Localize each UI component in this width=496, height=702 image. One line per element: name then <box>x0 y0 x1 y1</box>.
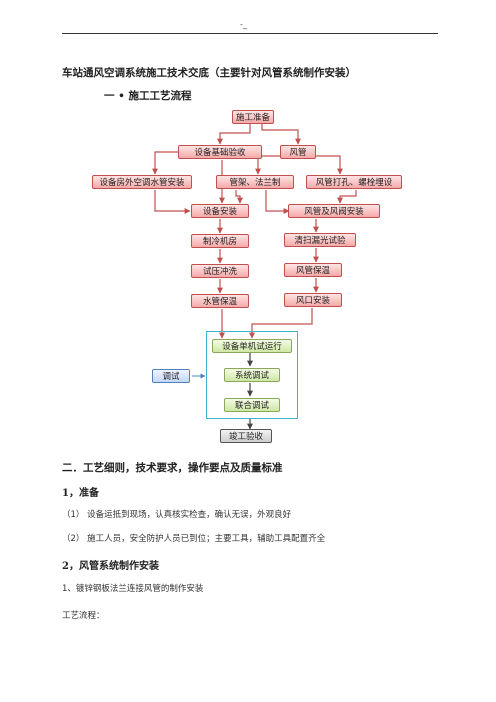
node-prep: 施工准备 <box>232 110 274 124</box>
node-duct: 风管 <box>280 145 316 159</box>
node-outdoor-pipe: 设备房外空调水管安装 <box>92 175 192 189</box>
node-pipe-insul: 水管保温 <box>191 294 249 308</box>
node-debug: 调试 <box>152 369 190 383</box>
node-bracket: 管架、法兰制 <box>216 175 294 189</box>
node-single-run: 设备单机试运行 <box>212 339 292 353</box>
node-outlet: 风口安装 <box>284 293 342 307</box>
debug-group-frame <box>206 331 298 419</box>
node-drill: 风管打孔、螺栓埋设 <box>306 175 402 189</box>
node-pressure: 试压冲洗 <box>191 264 249 278</box>
prep-item-2: （2） 施工人员，安全防护人员已到位；主要工具，辅助工具配置齐全 <box>62 534 326 544</box>
section-heading-details: 二．工艺细则，技术要求，操作要点及质量标准 <box>62 462 283 474</box>
subheading-prep: 1，准备 <box>62 488 99 499</box>
header-rule <box>62 33 438 34</box>
prep-item-1: （1） 设备运抵到现场，认真核实检查，确认无误，外观良好 <box>62 510 292 520</box>
paragraph-galvanized-duct: 1、镀锌钢板法兰连接风管的制作安装 <box>62 584 204 594</box>
node-duct-valve: 风管及风阀安装 <box>288 204 380 218</box>
section-heading-process: 一 • 施工工艺流程 <box>104 90 192 102</box>
node-completion: 竣工验收 <box>220 429 272 443</box>
subheading-duct-system: 2，风管系统制作安装 <box>62 561 159 572</box>
node-duct-insul: 风管保温 <box>284 263 342 277</box>
header-mark: -_ <box>240 20 247 29</box>
node-leak-test: 清扫漏光试验 <box>284 233 356 247</box>
paragraph-process-flow: 工艺流程： <box>62 611 105 621</box>
node-equip-install: 设备安装 <box>191 204 249 218</box>
node-chiller: 制冷机房 <box>191 234 249 248</box>
node-foundation: 设备基础验收 <box>178 145 262 159</box>
node-joint-debug: 联合调试 <box>224 398 280 412</box>
document-title: 车站通风空调系统施工技术交底（主要针对风管系统制作安装） <box>62 67 356 79</box>
node-sys-debug: 系统调试 <box>224 368 280 382</box>
